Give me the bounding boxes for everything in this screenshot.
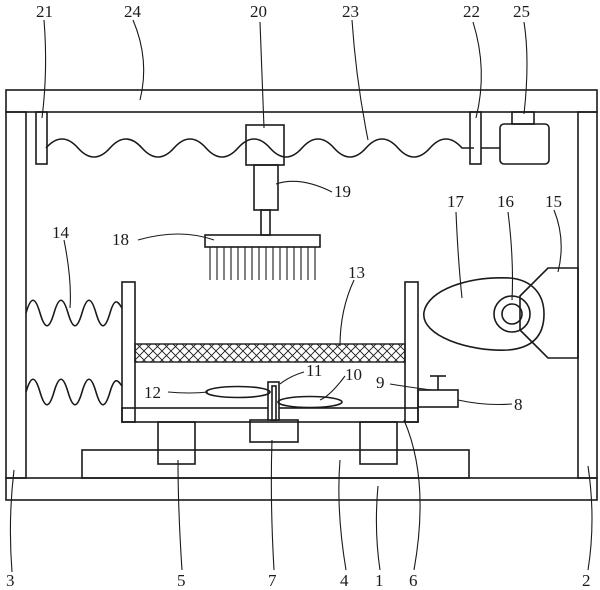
label-25: 25 — [513, 2, 530, 21]
leader-lines — [9, 19, 593, 573]
label-20: 20 — [250, 2, 267, 21]
label-10: 10 — [345, 365, 362, 384]
label-4: 4 — [340, 571, 349, 590]
label-6: 6 — [409, 571, 418, 590]
springs — [25, 299, 123, 406]
label-18: 18 — [112, 230, 129, 249]
label-23: 23 — [342, 2, 359, 21]
label-21: 21 — [36, 2, 53, 21]
label-9: 9 — [376, 373, 385, 392]
stirrer — [205, 381, 343, 421]
label-22: 22 — [463, 2, 480, 21]
label-5: 5 — [177, 571, 186, 590]
filter-mesh — [134, 343, 406, 363]
label-15: 15 — [545, 192, 562, 211]
cam-mechanism — [423, 267, 579, 359]
label-11: 11 — [306, 361, 322, 380]
label-3: 3 — [6, 571, 15, 590]
label-2: 2 — [582, 571, 591, 590]
brush-assembly — [204, 124, 321, 280]
top-drive — [35, 111, 550, 165]
support-legs — [157, 421, 398, 465]
frame — [5, 89, 598, 501]
label-13: 13 — [348, 263, 365, 282]
label-14: 14 — [52, 223, 70, 242]
label-19: 19 — [334, 182, 351, 201]
part-labels: 21 24 20 23 22 25 19 17 16 15 14 18 13 1… — [6, 2, 591, 590]
label-8: 8 — [514, 395, 523, 414]
label-16: 16 — [497, 192, 514, 211]
label-1: 1 — [375, 571, 384, 590]
drain-valve — [417, 375, 459, 408]
label-7: 7 — [268, 571, 277, 590]
label-24: 24 — [124, 2, 142, 21]
base-plate — [81, 449, 470, 479]
label-17: 17 — [447, 192, 465, 211]
motor-block — [249, 419, 299, 443]
label-12: 12 — [144, 383, 161, 402]
